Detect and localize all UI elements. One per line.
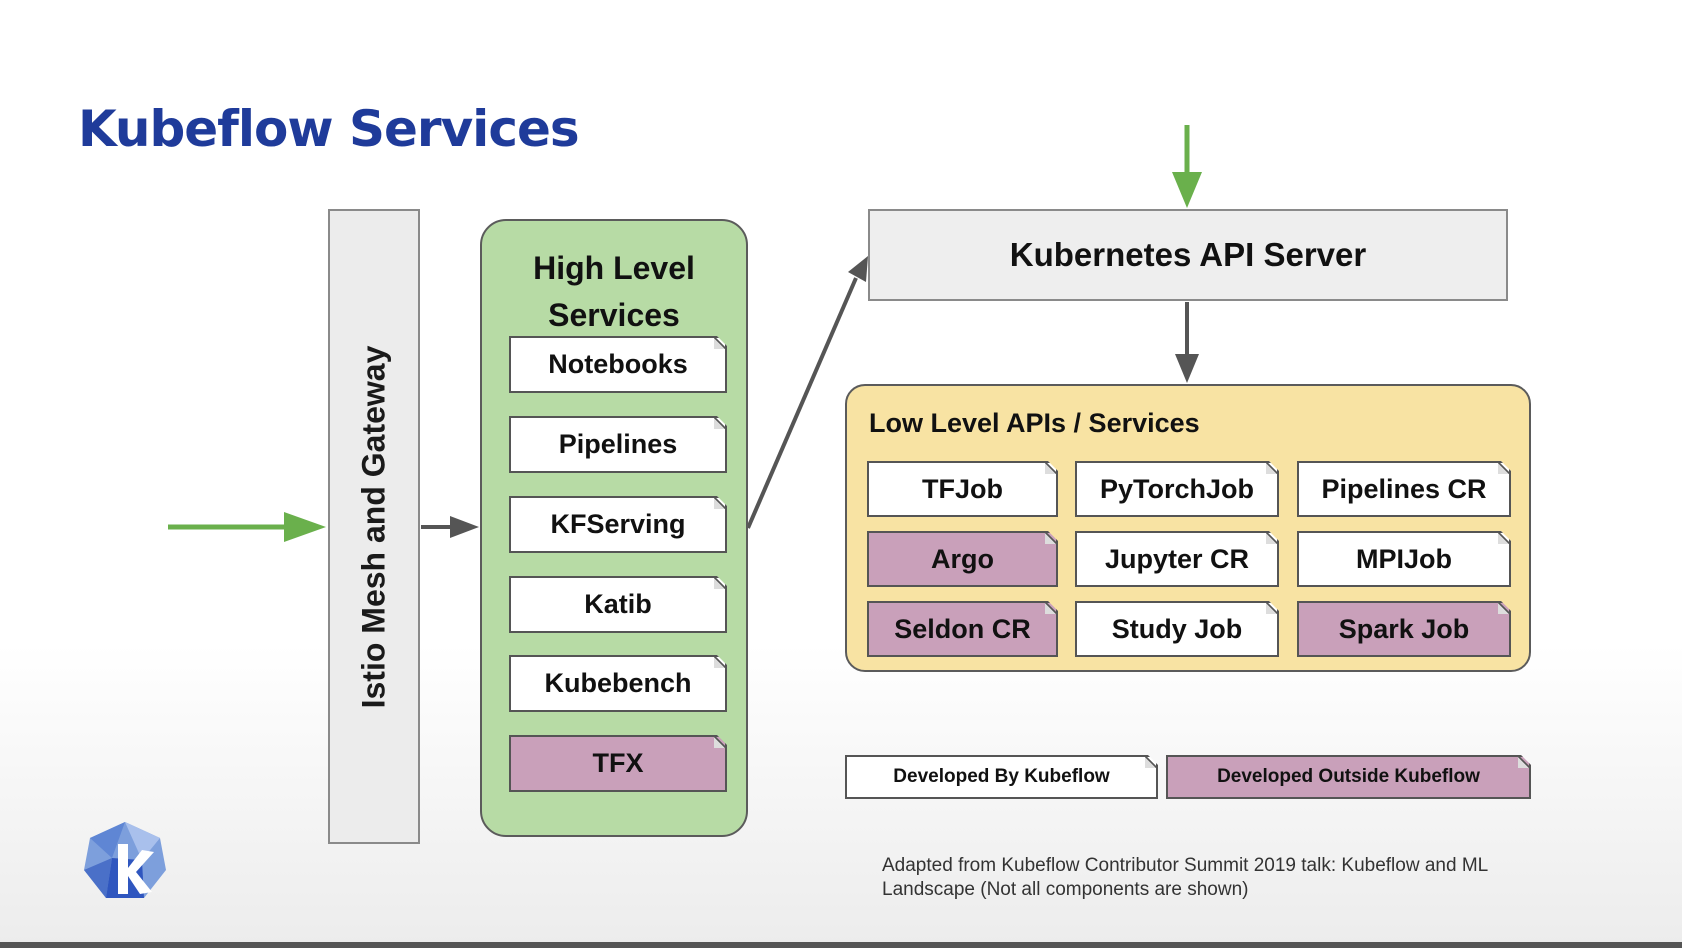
api-card-pytorchjob: PyTorchJob xyxy=(1075,461,1279,517)
slide-bottom-edge xyxy=(0,942,1682,948)
attribution-note: Adapted from Kubeflow Contributor Summit… xyxy=(882,854,1542,902)
high-level-services-group: High Level Services Notebooks Pipelines … xyxy=(480,219,748,837)
legend-developed-outside-kubeflow: Developed Outside Kubeflow xyxy=(1166,755,1531,799)
gateway-to-services-arrow-head xyxy=(450,516,479,538)
legend-developed-by-kubeflow: Developed By Kubeflow xyxy=(845,755,1158,799)
high-level-title-line1: High Level xyxy=(533,250,695,286)
services-to-api-arrow xyxy=(746,277,858,529)
kubernetes-api-server-box: Kubernetes API Server xyxy=(868,209,1508,301)
service-card-notebooks: Notebooks xyxy=(509,336,727,393)
api-input-arrow-head xyxy=(1172,172,1202,208)
api-card-pipelines-cr: Pipelines CR xyxy=(1297,461,1511,517)
service-card-katib: Katib xyxy=(509,576,727,633)
api-card-mpijob: MPIJob xyxy=(1297,531,1511,587)
gateway-label: Istio Mesh and Gateway xyxy=(355,345,392,708)
attribution-line2: Landscape (Not all components are shown) xyxy=(882,879,1249,900)
api-card-jupyter-cr: Jupyter CR xyxy=(1075,531,1279,587)
high-level-title-line2: Services xyxy=(548,297,680,333)
kubeflow-logo-icon xyxy=(84,822,166,898)
low-level-apis-group: Low Level APIs / Services TFJob PyTorchJ… xyxy=(845,384,1531,672)
api-card-argo: Argo xyxy=(867,531,1058,587)
services-to-api-arrow-head xyxy=(848,256,868,282)
api-to-low-level-arrow-head xyxy=(1175,354,1199,383)
api-card-study-job: Study Job xyxy=(1075,601,1279,657)
low-level-apis-title: Low Level APIs / Services xyxy=(869,408,1200,438)
service-card-kubebench: Kubebench xyxy=(509,655,727,712)
api-card-seldon-cr: Seldon CR xyxy=(867,601,1058,657)
slide-title: Kubeflow Services xyxy=(78,100,580,158)
service-card-pipelines: Pipelines xyxy=(509,416,727,473)
service-card-tfx: TFX xyxy=(509,735,727,792)
api-card-tfjob: TFJob xyxy=(867,461,1058,517)
attribution-line1: Adapted from Kubeflow Contributor Summit… xyxy=(882,855,1489,876)
api-card-spark-job: Spark Job xyxy=(1297,601,1511,657)
service-card-kfserving: KFServing xyxy=(509,496,727,553)
ingress-arrow-head xyxy=(284,512,326,542)
istio-gateway-box: Istio Mesh and Gateway xyxy=(328,209,420,844)
high-level-services-title: High Level Services xyxy=(482,245,746,339)
